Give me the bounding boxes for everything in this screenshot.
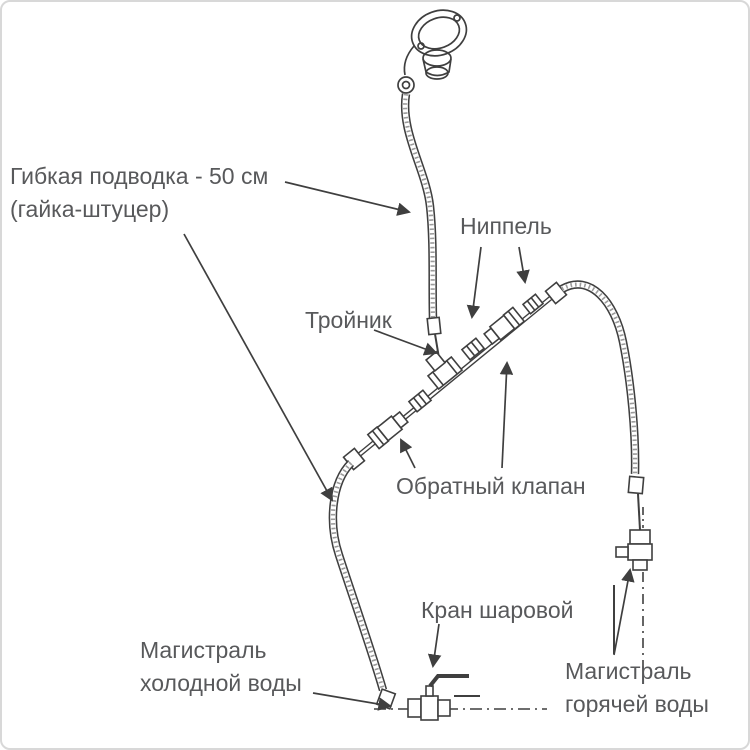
nipple-2 bbox=[460, 337, 486, 361]
check-valve-2 bbox=[483, 306, 526, 346]
faucet-icon bbox=[397, 9, 468, 94]
tee-fitting bbox=[424, 350, 464, 391]
label-flexible-hose: Гибкая подводка - 50 см (гайка-штуцер) bbox=[10, 160, 268, 225]
callout-arrows bbox=[183, 181, 635, 711]
check-valve-1 bbox=[366, 410, 409, 450]
nipple-3 bbox=[521, 293, 545, 315]
label-hot-main-line1: Магистраль bbox=[565, 658, 692, 684]
fitting-chain bbox=[342, 281, 568, 471]
label-nipple: Ниппель bbox=[460, 213, 552, 239]
flexible-hose-left bbox=[328, 459, 397, 710]
label-hot-main: Магистраль горячей воды bbox=[565, 655, 709, 720]
label-ball-valve: Кран шаровой bbox=[421, 597, 574, 623]
hot-main-tee bbox=[613, 507, 653, 667]
ball-valve-icon bbox=[407, 674, 469, 721]
label-cold-main: Магистраль холодной воды bbox=[140, 634, 302, 699]
flexible-hose-right bbox=[559, 280, 645, 531]
label-flexible-hose-line1: Гибкая подводка - 50 см bbox=[10, 163, 269, 189]
nipple-1 bbox=[407, 389, 433, 413]
label-cold-main-line2: холодной воды bbox=[140, 669, 302, 696]
label-check-valve: Обратный клапан bbox=[396, 473, 586, 499]
label-tee: Тройник bbox=[305, 307, 392, 333]
hose-nut-right bbox=[544, 281, 568, 305]
label-flexible-hose-line2: (гайка-штуцер) bbox=[10, 195, 170, 222]
label-cold-main-line1: Магистраль bbox=[140, 637, 267, 663]
cold-main-and-ball-valve bbox=[374, 674, 547, 721]
flexible-hose-upper bbox=[400, 93, 442, 359]
label-hot-main-line2: горячей воды bbox=[565, 690, 709, 717]
